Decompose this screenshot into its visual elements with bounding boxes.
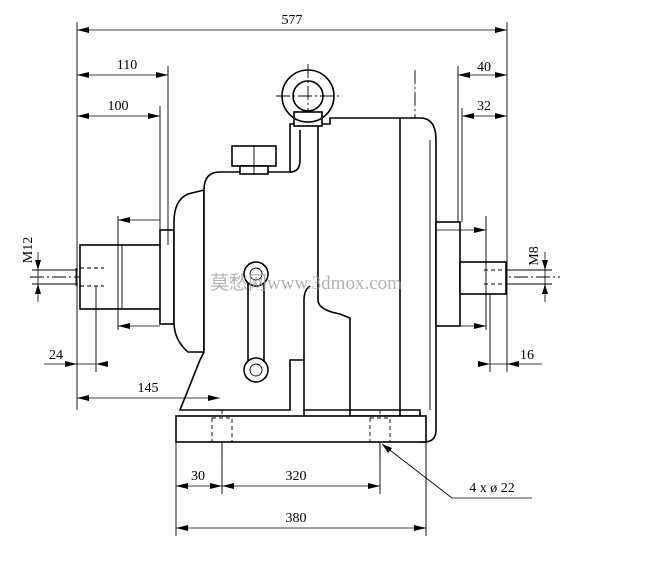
dim-24-label: 24: [49, 348, 63, 363]
housing-inner-contour: [317, 124, 420, 417]
dim-16-arrow-right: [507, 361, 519, 367]
dim-145-label: 145: [138, 381, 159, 396]
dim-577-arrow-left: [77, 27, 89, 33]
dim-30-arrow-right: [210, 483, 222, 489]
lever-top-pin: [249, 267, 263, 281]
left-thread-marks: [75, 268, 81, 286]
dim-40-label: 40: [477, 60, 491, 75]
housing-web: [303, 285, 311, 360]
dim-577-arrow-right: [495, 27, 507, 33]
bolt-hole-leader: [381, 443, 453, 499]
left-key-lower-arrow: [118, 323, 130, 329]
eyebolt-base: [293, 111, 323, 127]
bolt-hole-callout: 4 x ø 22: [469, 481, 515, 496]
lever-bottom-boss: [243, 357, 269, 383]
output-flange: [435, 221, 461, 327]
base-plate: [175, 415, 427, 443]
right-key-upper-arrow: [474, 227, 486, 233]
output-shaft: [459, 261, 507, 295]
dim-320-arrow-left: [222, 483, 234, 489]
watermark-text: 莫愁网www.3dmox.com: [210, 272, 402, 294]
dim-145-arrow-left: [77, 395, 89, 401]
dim-380-label: 380: [286, 511, 307, 526]
dim-100-arrow-left: [77, 113, 89, 119]
dim-16-arrow-left: [478, 361, 490, 367]
dim-110-arrow-left: [77, 72, 89, 78]
eyebolt-inner-ring: [292, 80, 324, 112]
dim-380-arrow-right: [414, 525, 426, 531]
dim-24-arrow-right: [96, 361, 108, 367]
left-bolt-hole: [211, 417, 233, 443]
dim-30-label: 30: [191, 469, 205, 484]
dim-24-arrow-left: [65, 361, 77, 367]
eyebolt-outer-ring: [281, 69, 335, 123]
dim-40-arrow-right: [495, 72, 507, 78]
dim-577-label: 577: [282, 13, 303, 28]
dim-100-label: 100: [108, 99, 129, 114]
lever-bottom-pin: [249, 363, 263, 377]
right-bolt-hole: [369, 417, 391, 443]
left-end-cover: [173, 188, 205, 353]
lever-top-boss: [243, 261, 269, 287]
dim-m8-arrow-bottom: [542, 284, 548, 294]
gearbox-housing: [178, 117, 437, 443]
dim-320-label: 320: [286, 469, 307, 484]
dim-16-label: 16: [520, 348, 534, 363]
dim-m12-arrow-bottom: [35, 284, 41, 294]
dim-30-arrow-left: [176, 483, 188, 489]
dim-32-label: 32: [477, 99, 491, 114]
dim-100-arrow-right: [148, 113, 160, 119]
input-flange: [159, 229, 175, 325]
dim-32-arrow-right: [495, 113, 507, 119]
dim-145-arrow-right: [208, 395, 220, 401]
dim-380-arrow-left: [176, 525, 188, 531]
dim-m8-label: M8: [527, 246, 542, 265]
dim-110-label: 110: [117, 58, 137, 73]
bolt-hole-leader-arrow: [382, 444, 392, 453]
left-key-upper-arrow: [118, 217, 130, 223]
dim-40-arrow-left: [458, 72, 470, 78]
right-key-lower-arrow: [474, 323, 486, 329]
input-shaft: [79, 244, 169, 310]
dim-m12-label: M12: [21, 237, 36, 263]
dim-320-arrow-right: [368, 483, 380, 489]
dim-32-arrow-left: [462, 113, 474, 119]
housing-neck: [289, 130, 301, 173]
dim-m8-arrow-top: [542, 260, 548, 270]
dim-m12-arrow-top: [35, 260, 41, 270]
dim-110-arrow-right: [156, 72, 168, 78]
